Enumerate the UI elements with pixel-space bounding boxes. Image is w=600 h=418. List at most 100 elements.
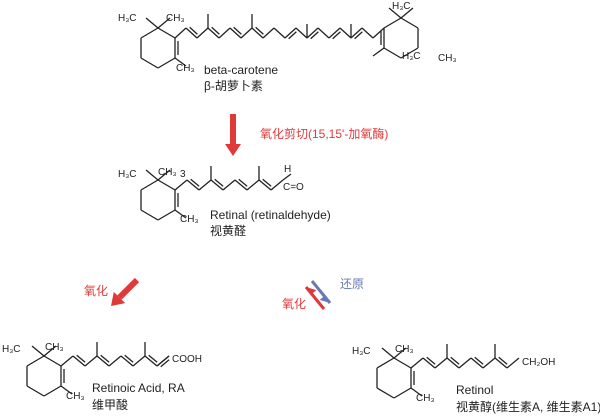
double-bond: [156, 355, 170, 367]
double-bond-inner: [255, 26, 264, 35]
chain-bond: [132, 355, 146, 367]
chain-bond: [410, 357, 424, 369]
beta-carotene-name: beta-carotene: [204, 63, 279, 77]
aldehyde-bond: [282, 173, 292, 181]
double-bond-inner: [332, 31, 341, 40]
cleavage-label: 氧化剪切(15,15'-加氧酶): [260, 127, 389, 141]
retinoic-acid-structure: [26, 342, 170, 397]
double-bond-inner: [214, 178, 224, 187]
ring-bond: [383, 47, 402, 59]
chain-bond: [372, 27, 385, 39]
double-bond-inner: [160, 359, 170, 368]
chain-bond: [196, 27, 209, 39]
ring-bond: [157, 209, 176, 221]
methyl-bond: [372, 47, 385, 57]
atom-label: CH₃: [158, 167, 177, 178]
chain-bond: [84, 355, 98, 367]
retinoic-acid-name: Retinoic Acid, RA: [92, 381, 185, 395]
arrow-head: [225, 144, 241, 156]
ring-bond: [26, 355, 45, 367]
ring-bond: [43, 355, 62, 367]
oxidation-arrow: [111, 277, 140, 306]
atom-label: CH₃: [416, 393, 435, 404]
chain-bond: [458, 357, 472, 369]
chain-bond: [339, 27, 352, 39]
methyl-bond: [157, 169, 171, 181]
chain-bond: [222, 179, 236, 191]
ring-bond: [43, 385, 62, 397]
ring-bond: [140, 179, 159, 191]
retinal-name-zh: 视黄醛: [210, 224, 247, 238]
ring-bond: [400, 47, 419, 59]
chain-bond: [361, 27, 374, 39]
retinol-structure: [376, 344, 520, 399]
beta-carotene-name-zh: β-胡萝卜素: [204, 79, 263, 93]
atom-label: H₃C: [118, 13, 137, 24]
ring-bond: [376, 357, 395, 369]
chain-bond: [240, 27, 253, 39]
atom-label: H₃C: [118, 169, 137, 180]
methyl-bond: [43, 345, 57, 357]
oxidation-label: 氧化: [282, 297, 307, 311]
ring-bond: [140, 209, 159, 221]
methyl-bond: [174, 209, 187, 219]
double-bond-inner: [450, 356, 460, 365]
double-bond: [446, 357, 460, 369]
double-bond: [120, 355, 134, 367]
atom-label: H: [284, 164, 292, 175]
double-bond: [258, 179, 272, 191]
atom-label: H₃C: [392, 1, 411, 12]
chain-bond: [218, 27, 231, 39]
atom-label: CH₂OH: [522, 357, 556, 368]
methyl-bond: [410, 387, 423, 397]
ring-bond: [26, 385, 45, 397]
chain-bond: [174, 27, 187, 39]
chain-bond: [60, 355, 74, 367]
methyl-bond: [393, 347, 407, 359]
chain-bond: [506, 357, 520, 369]
arrow-head: [306, 287, 317, 294]
chain-bond: [174, 179, 188, 191]
chain-bond: [108, 355, 122, 367]
ring-bond: [157, 57, 176, 69]
cleavage-arrow: [225, 114, 241, 156]
atom-label: CH₃: [180, 214, 199, 225]
chain-bond: [434, 357, 448, 369]
double-bond-inner: [354, 31, 363, 40]
beta-carotene-structure: [140, 7, 419, 69]
chain-bond: [270, 179, 284, 191]
double-bond-inner: [233, 26, 242, 35]
double-bond: [207, 27, 220, 39]
double-bond: [185, 27, 198, 39]
ring-bond: [383, 17, 402, 29]
double-bond: [210, 179, 224, 191]
chain-bond: [198, 179, 212, 191]
ring-bond: [140, 57, 159, 69]
chain-bond: [246, 179, 260, 191]
double-bond: [284, 27, 297, 39]
oxidation-label: 氧化: [84, 284, 109, 298]
methyl-bond: [388, 7, 402, 19]
double-bond: [251, 27, 264, 39]
double-bond: [350, 27, 363, 39]
atom-label: H₃C: [402, 51, 421, 62]
atom-label: C=O: [283, 182, 304, 193]
locant-3: 3: [180, 169, 186, 180]
retinol-name-zh: 视黄醇(维生素A, 维生素A1): [456, 400, 600, 414]
retinoic-acid-name-zh: 维甲酸: [92, 398, 129, 412]
double-bond-inner: [100, 354, 110, 363]
atom-label: COOH: [172, 354, 202, 365]
atom-label: CH₃: [438, 53, 457, 64]
double-bond-inner: [288, 31, 297, 40]
chain-bond: [317, 27, 330, 39]
double-bond-inner: [148, 354, 158, 363]
methyl-bond: [174, 57, 187, 67]
ring-bond: [400, 17, 419, 29]
double-bond: [72, 355, 86, 367]
ring-bond: [140, 27, 159, 39]
double-bond-inner: [189, 26, 198, 35]
double-bond-inner: [498, 356, 508, 365]
atom-label: CH₃: [395, 344, 414, 355]
atom-label: H₃C: [2, 344, 21, 355]
